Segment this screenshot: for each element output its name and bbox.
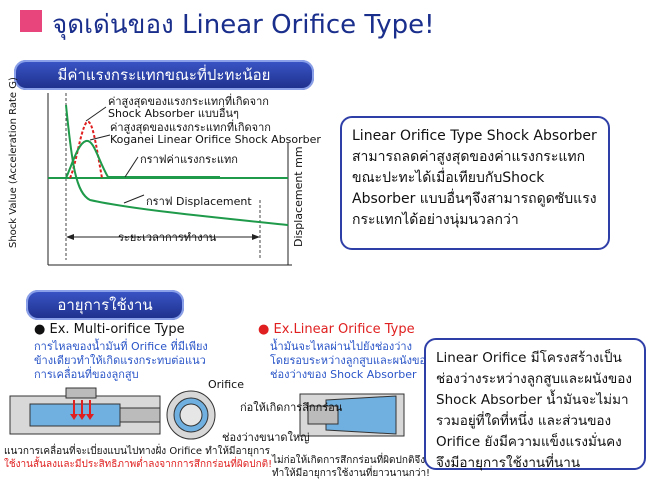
multi-orifice-diagram bbox=[9, 387, 161, 435]
annotation-line: Shock Absorber แบบอื่นๆ bbox=[108, 107, 239, 120]
section1-banner: มีค่าแรงกระแทกขณะที่ปะทะน้อย bbox=[14, 60, 314, 90]
note-line: ทำให้มีอายุการใช้งานที่ยาวนานกว่า! bbox=[272, 468, 431, 479]
orifice-cross-section bbox=[166, 390, 216, 440]
section2-banner: อายุการใช้งาน bbox=[26, 290, 184, 320]
note-line: แนวการเคลื่อนที่จะเบี่ยงแบนไปทางฝั่ง Ori… bbox=[4, 446, 271, 457]
label-wear: ก่อให้เกิดการสึกกร่อน bbox=[240, 401, 343, 414]
linear-orifice-note: ไม่ก่อให้เกิดการสึกกร่อนที่ผิดปกติจึง ทำ… bbox=[272, 454, 430, 480]
desc-line: ช่องว่างของ Shock Absorber bbox=[270, 368, 417, 381]
annotation-line: Koganei Linear Orifice Shock Absorber bbox=[110, 133, 321, 146]
y-right-label: Displacement mm bbox=[292, 146, 305, 247]
multi-orifice-note: แนวการเคลื่อนที่จะเบี่ยงแบนไปทางฝั่ง Ori… bbox=[4, 445, 272, 471]
orifice-label: Orifice bbox=[208, 378, 244, 391]
linear-orifice-title: ● Ex.Linear Orifice Type bbox=[258, 322, 415, 337]
section1-info-box: Linear Orifice Type Shock Absorber สามาร… bbox=[340, 116, 610, 250]
note-line: ไม่ก่อให้เกิดการสึกกร่อนที่ผิดปกติจึง bbox=[272, 455, 426, 466]
desc-line: ข้างเดียวทำให้เกิดแรงกระทบต่อแนว bbox=[34, 354, 206, 367]
linear-orifice-desc: น้ำมันจะไหลผ่านไปยังช่องว่าง โดยรอบระหว่… bbox=[270, 340, 431, 382]
linear-orifice-diagram bbox=[299, 393, 405, 437]
annotation-line: ค่าสูงสุดของแรงกระแทกที่เกิดจาก bbox=[110, 121, 271, 134]
annotation-koganei-peak: ค่าสูงสุดของแรงกระแทกที่เกิดจาก Koganei … bbox=[110, 122, 321, 146]
desc-line: โดยรอบระหว่างลูกสูบและผนังของ bbox=[270, 354, 432, 367]
annotation-displacement: กราฟ Displacement bbox=[146, 195, 252, 208]
annotation-duration: ระยะเวลาการทำงาน bbox=[118, 231, 217, 244]
page-title: จุดเด่นของ Linear Orifice Type! bbox=[52, 10, 435, 40]
desc-line: การไหลของน้ำมันที่ Orifice ที่มีเพียง bbox=[34, 340, 208, 353]
multi-orifice-title: ● Ex. Multi-orifice Type bbox=[34, 322, 185, 337]
desc-line: น้ำมันจะไหลผ่านไปยังช่องว่าง bbox=[270, 340, 412, 353]
section2-info-box: Linear Orifice มีโครงสร้างเป็นช่องว่างระ… bbox=[424, 338, 646, 471]
shock-graph bbox=[47, 93, 292, 266]
annotation-shock-graph: กราฟค่าแรงกระแทก bbox=[140, 153, 238, 166]
title-accent-square bbox=[20, 10, 42, 32]
annotation-line: ค่าสูงสุดของแรงกระแทกที่เกิดจาก bbox=[108, 95, 269, 108]
y-left-label: Shock Value (Acceleration Rate G) bbox=[8, 77, 19, 248]
annotation-other-peak: ค่าสูงสุดของแรงกระแทกที่เกิดจาก Shock Ab… bbox=[108, 96, 269, 120]
note-line: ใช้งานสั้นลงและมีประสิทธิภาพต่ำลงจากการส… bbox=[4, 459, 273, 470]
label-gap: ช่องว่างขนาดใหญ่ bbox=[222, 431, 310, 444]
desc-line: การเคลื่อนที่ของลูกสูบ bbox=[34, 368, 139, 381]
multi-orifice-desc: การไหลของน้ำมันที่ Orifice ที่มีเพียง ข้… bbox=[34, 340, 208, 382]
